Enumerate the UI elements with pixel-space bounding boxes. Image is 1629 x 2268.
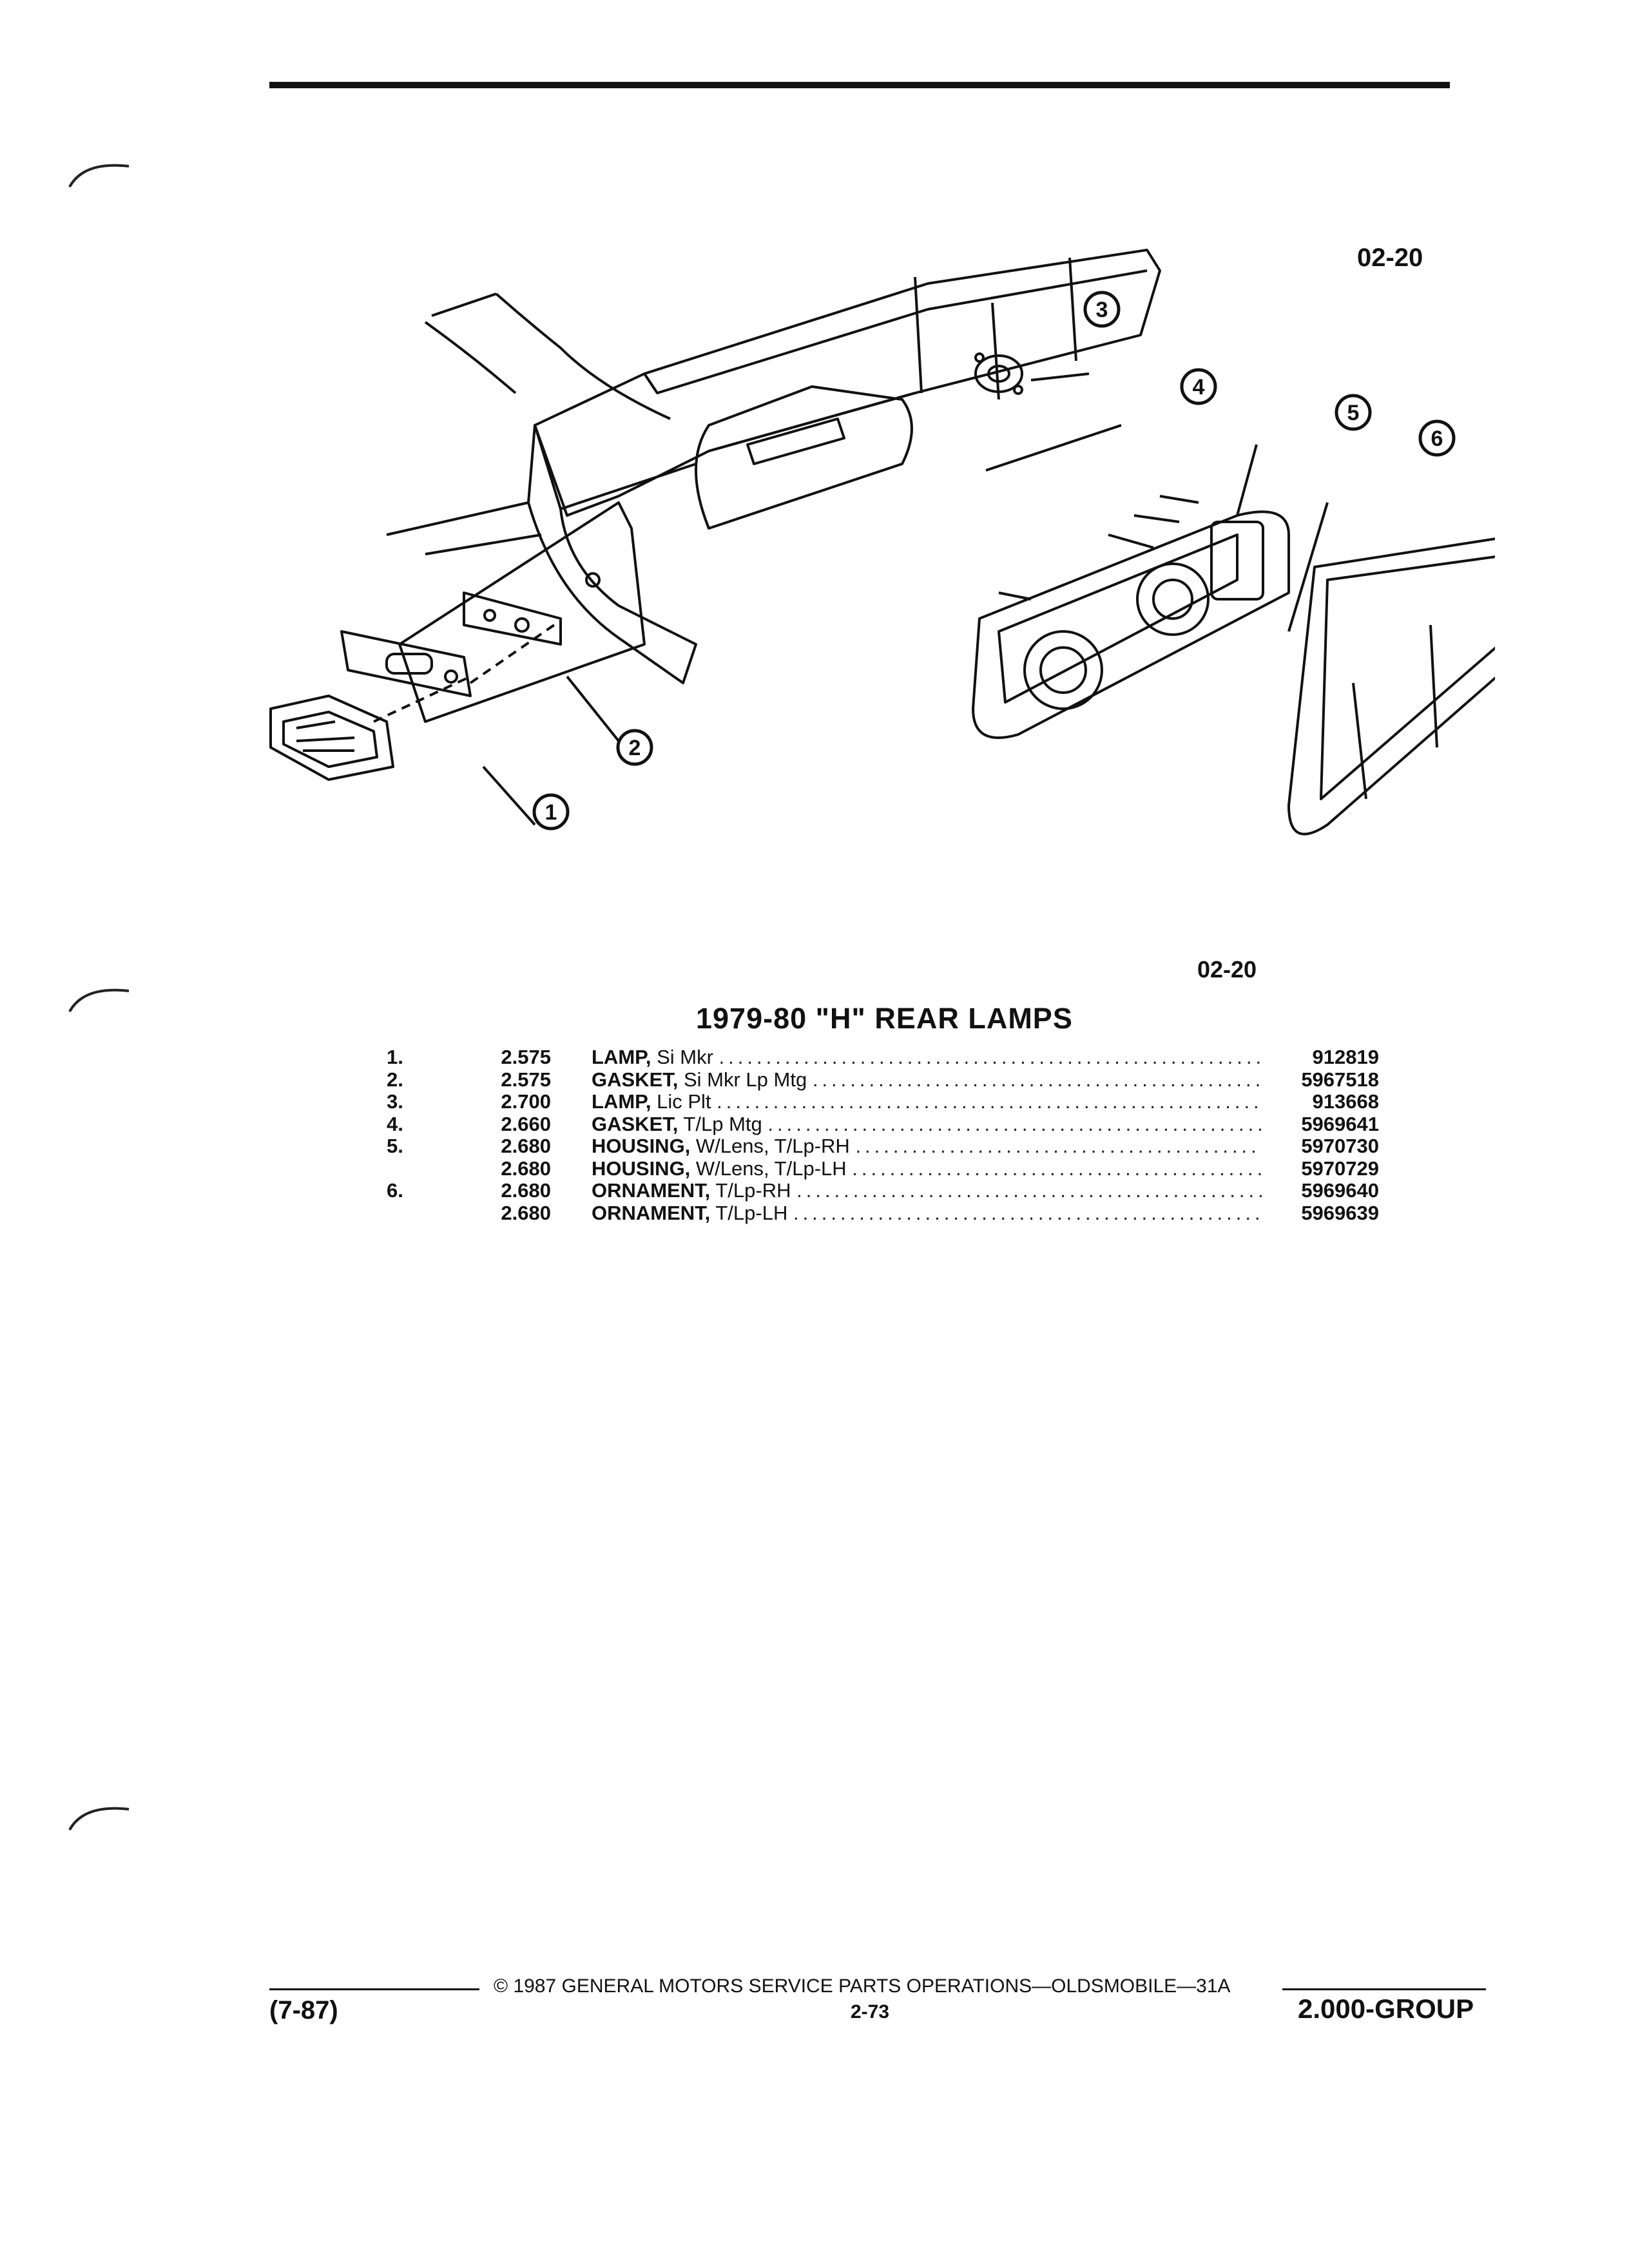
part-name: HOUSING, [592, 1157, 691, 1180]
group-label: 2.000-GROUP [1298, 1994, 1474, 2024]
date-code: (7-87) [269, 1996, 338, 2024]
figure-code-bottom: 02-20 [1197, 956, 1257, 983]
part-number: 5970730 [1301, 1135, 1379, 1157]
part-description: HOUSING, W/Lens, T/Lp-LH ...............… [592, 1158, 1262, 1180]
callout-2: 2 [616, 729, 653, 766]
svg-text:5: 5 [1347, 401, 1360, 425]
dot-leader: ........................................… [812, 1068, 1262, 1091]
item-number: 4. [387, 1112, 403, 1135]
body-panel-outline [424, 293, 671, 420]
group-number: 2.700 [501, 1090, 551, 1113]
part-desc: W/Lens, T/Lp-LH [695, 1157, 847, 1180]
part-number: 5969640 [1301, 1179, 1379, 1202]
svg-text:3: 3 [1096, 298, 1108, 322]
item-number: 2. [387, 1068, 403, 1091]
dot-leader: ........................................… [852, 1157, 1262, 1180]
dot-leader: ........................................… [717, 1091, 1262, 1113]
part-desc: T/Lp Mtg [683, 1113, 762, 1135]
group-number: 2.680 [501, 1201, 551, 1224]
tail-lamp-ornament [1287, 537, 1495, 836]
lamp-opening [695, 385, 913, 530]
dot-leader: ........................................… [793, 1202, 1262, 1224]
rear-body-panel [534, 249, 1161, 517]
tail-lamp-gasket [398, 501, 646, 723]
footer-rule-left [269, 1988, 479, 1990]
copyright-line: © 1987 GENERAL MOTORS SERVICE PARTS OPER… [494, 1975, 1231, 1997]
part-desc: Si Mkr Lp Mtg [683, 1068, 807, 1091]
group-number: 2.680 [501, 1179, 551, 1202]
group-number: 2.575 [501, 1046, 551, 1068]
part-number: 913668 [1312, 1090, 1379, 1113]
part-name: LAMP, [592, 1046, 651, 1068]
lower-quarter [527, 424, 697, 684]
license-lamp [974, 352, 1023, 395]
callout-5: 5 [1335, 394, 1372, 431]
item-number: 3. [387, 1090, 403, 1113]
page-number: 2-73 [851, 2001, 890, 2023]
item-number: 1. [387, 1046, 403, 1068]
exploded-parts-diagram: 1 2 3 4 5 6 [269, 249, 1495, 836]
part-description: LAMP, Lic Plt ..........................… [592, 1091, 1262, 1113]
part-description: GASKET, T/Lp Mtg .......................… [592, 1113, 1262, 1136]
group-number: 2.660 [501, 1112, 551, 1135]
part-name: HOUSING, [592, 1135, 691, 1157]
parts-row: 2.680 HOUSING, W/Lens, T/Lp-LH ..........… [387, 1157, 1379, 1180]
part-number: 912819 [1312, 1046, 1379, 1068]
svg-text:6: 6 [1431, 427, 1443, 451]
part-number: 5969641 [1301, 1112, 1379, 1135]
group-number: 2.680 [501, 1135, 551, 1157]
part-desc: Lic Plt [657, 1091, 711, 1113]
group-number: 2.680 [501, 1157, 551, 1180]
part-name: GASKET, [592, 1068, 679, 1091]
tail-lamp-housing [972, 495, 1290, 739]
callout-4: 4 [1180, 368, 1217, 405]
item-number: 5. [387, 1135, 403, 1157]
part-desc: T/Lp-RH [715, 1180, 791, 1202]
parts-row: 4. 2.660 GASKET, T/Lp Mtg ................… [387, 1113, 1379, 1136]
part-number: 5969639 [1301, 1201, 1379, 1224]
parts-row: 1. 2.575 LAMP, Si Mkr ....................… [387, 1046, 1379, 1069]
header-rule [269, 82, 1450, 88]
part-name: GASKET, [592, 1113, 679, 1135]
callout-6: 6 [1418, 419, 1456, 457]
item-number: 6. [387, 1179, 403, 1202]
footer-rule-right [1282, 1988, 1486, 1990]
parts-row: 5. 2.680 HOUSING, W/Lens, T/Lp-RH ........… [387, 1135, 1379, 1158]
part-name: ORNAMENT, [592, 1180, 711, 1202]
svg-text:1: 1 [545, 800, 557, 825]
part-description: ORNAMENT, T/Lp-RH ......................… [592, 1180, 1262, 1202]
part-desc: Si Mkr [657, 1046, 713, 1068]
section-title: 1979-80 "H" REAR LAMPS [696, 1002, 1073, 1035]
margin-mark-3 [68, 1807, 130, 1831]
part-description: GASKET, Si Mkr Lp Mtg ..................… [592, 1069, 1262, 1091]
callout-3: 3 [1083, 291, 1121, 328]
part-description: HOUSING, W/Lens, T/Lp-RH ...............… [592, 1135, 1262, 1158]
part-desc: W/Lens, T/Lp-RH [695, 1135, 850, 1157]
group-number: 2.575 [501, 1068, 551, 1091]
part-name: ORNAMENT, [592, 1202, 711, 1224]
side-marker-lamp [269, 695, 394, 781]
part-desc: T/Lp-LH [715, 1202, 788, 1224]
dot-leader: ........................................… [796, 1180, 1262, 1202]
parts-row: 3. 2.700 LAMP, Lic Plt ...................… [387, 1090, 1379, 1113]
part-description: LAMP, Si Mkr ...........................… [592, 1046, 1262, 1069]
part-name: LAMP, [592, 1091, 651, 1113]
svg-text:4: 4 [1193, 375, 1205, 399]
dot-leader: ........................................… [718, 1046, 1262, 1068]
svg-text:2: 2 [629, 736, 641, 760]
part-number: 5970729 [1301, 1157, 1379, 1180]
part-description: ORNAMENT, T/Lp-LH ......................… [592, 1202, 1262, 1225]
figure-code-top: 02-20 [1357, 244, 1423, 272]
part-number: 5967518 [1301, 1068, 1379, 1091]
margin-mark-2 [68, 988, 130, 1012]
parts-row: 2. 2.575 GASKET, Si Mkr Lp Mtg ...........… [387, 1068, 1379, 1091]
margin-mark-1 [68, 164, 130, 187]
parts-row: 2.680 ORNAMENT, T/Lp-LH .................… [387, 1202, 1379, 1225]
callout-1: 1 [532, 793, 570, 831]
dot-leader: ........................................… [767, 1113, 1262, 1135]
parts-row: 6. 2.680 ORNAMENT, T/Lp-RH ...............… [387, 1179, 1379, 1202]
dot-leader: ........................................… [855, 1135, 1262, 1157]
